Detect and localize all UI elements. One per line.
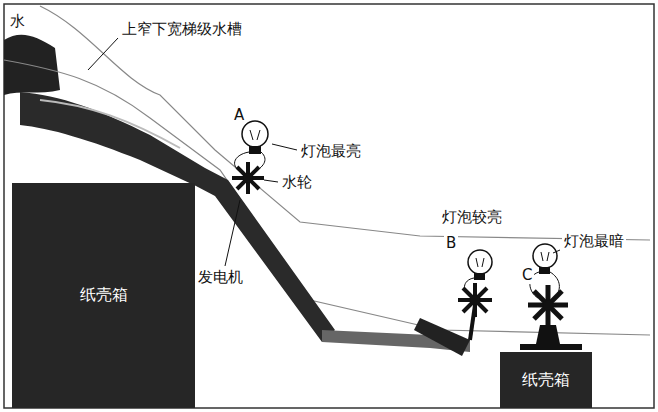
water-wheel [232,162,264,194]
stand [470,305,475,340]
filament [250,130,260,140]
bulb-base [539,267,550,274]
generator [243,173,253,183]
box-label: 纸壳箱 [80,285,128,306]
box-label: 纸壳箱 [522,370,570,391]
water-wheel [528,285,568,325]
wire [235,152,265,172]
cardboard-box: 纸壳箱 [12,183,195,408]
bulb [242,121,268,147]
stand [536,325,560,344]
stand-base [520,344,582,350]
generator [543,300,553,310]
water [4,35,60,95]
label: A [232,106,246,124]
label: 灯泡较亮 [440,208,504,226]
label: 发电机 [196,268,245,286]
bulb [468,250,492,274]
leader-line [272,144,297,150]
label: 上窄下宽梯级水槽 [120,20,244,38]
bulb-base [474,273,485,280]
channel-edge [40,100,180,148]
label: 灯泡最暗 [562,232,626,250]
label: B [444,234,458,252]
label: 灯泡最亮 [299,142,363,160]
label: 水轮 [280,173,314,191]
frame [4,4,654,408]
label: 水 [8,12,27,30]
label: C [520,266,534,284]
leader-line [225,200,240,266]
leader-line [553,250,560,253]
wire [464,278,474,296]
leader-line [88,38,118,70]
filament [541,252,549,261]
filament [476,258,484,267]
leader-line [264,180,278,182]
bulb [533,244,557,268]
generator [470,295,480,305]
cardboard-box: 纸壳箱 [500,352,592,408]
channel-step [414,318,470,356]
bulb-base [249,146,261,154]
